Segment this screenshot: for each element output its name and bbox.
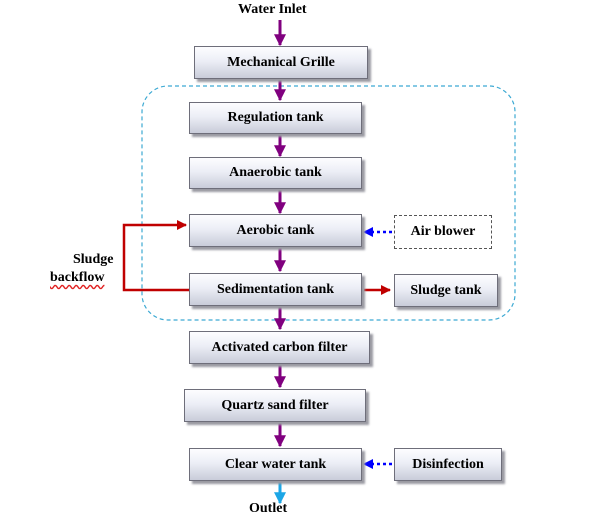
mechanical-grille-box: Mechanical Grille — [194, 46, 368, 79]
outlet-label: Outlet — [249, 501, 288, 516]
aerobic-tank-box: Aerobic tank — [189, 214, 362, 247]
biological-treatment-group-outline — [141, 85, 516, 321]
sludge-backflow-label-line1: Sludge — [73, 252, 114, 267]
disinfection-box: Disinfection — [394, 448, 502, 481]
sludge-tank-box: Sludge tank — [394, 274, 498, 307]
arrow-sludge-backflow — [122, 220, 190, 292]
sludge-backflow-label-line2: backflow — [50, 270, 105, 285]
clear-water-tank-box: Clear water tank — [189, 448, 362, 481]
regulation-tank-box: Regulation tank — [189, 102, 362, 134]
quartz-sand-filter-box: Quartz sand filter — [184, 389, 366, 422]
sedimentation-tank-box: Sedimentation tank — [189, 273, 362, 306]
water-inlet-label: Water Inlet — [238, 2, 307, 17]
anaerobic-tank-box: Anaerobic tank — [189, 157, 362, 189]
activated-carbon-filter-box: Activated carbon filter — [189, 331, 370, 364]
air-blower-box: Air blower — [394, 215, 492, 249]
